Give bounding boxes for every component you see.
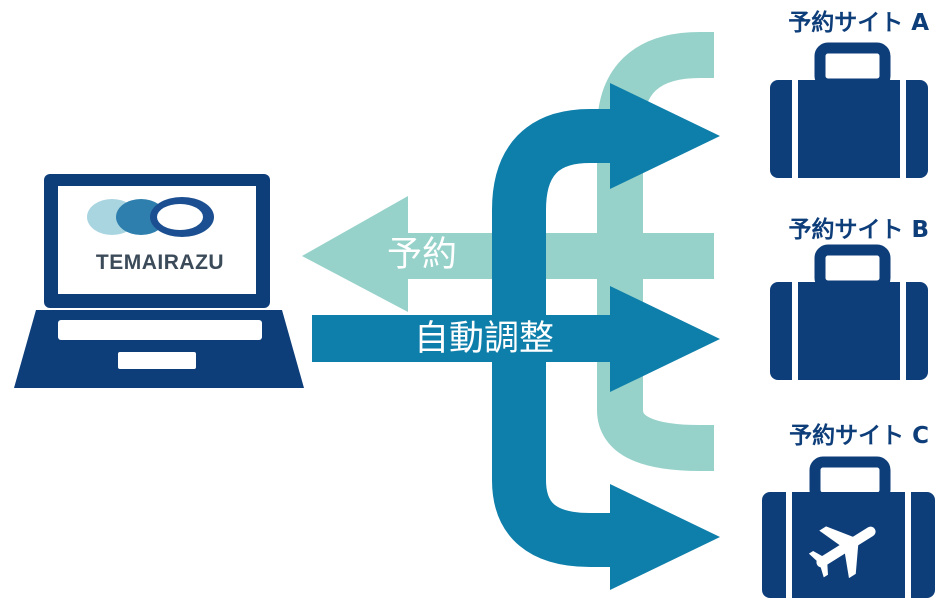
auto-arrow-head-b xyxy=(610,286,720,392)
reserve-arrow-head xyxy=(302,196,408,312)
auto-arrow-head-a xyxy=(610,83,720,189)
auto-curve-band xyxy=(492,109,620,567)
auto-adjust-arrow-label: 自動調整 xyxy=(414,319,555,359)
auto-arrow-head-c xyxy=(610,484,720,590)
reserve-arrow-shaft xyxy=(408,233,714,279)
reserve-arrow-label: 予約 xyxy=(387,235,458,275)
airplane-icon xyxy=(808,526,876,579)
suitcase-b-icon xyxy=(770,244,928,380)
site-c-label: 予約サイト C xyxy=(789,423,929,449)
temairazu-logo-mark xyxy=(87,197,214,237)
auto-arrow-group xyxy=(312,83,720,590)
site-b-label: 予約サイト B xyxy=(788,217,929,243)
site-a-label: 予約サイト A xyxy=(788,10,929,36)
suitcase-a-icon xyxy=(770,42,928,178)
suitcase-c-icon xyxy=(762,456,935,598)
auto-arrow-shaft xyxy=(312,315,620,362)
temairazu-logo-text: TEMAIRAZU xyxy=(95,251,225,274)
